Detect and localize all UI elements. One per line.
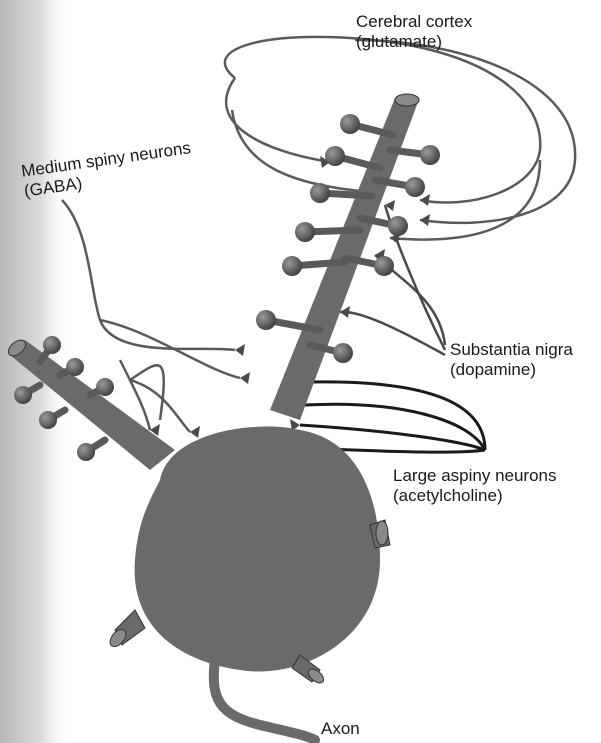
label-substantia-nigra-line1: Substantia nigra xyxy=(450,340,573,360)
label-large-aspiny-neurons: Large aspiny neurons (acetylcholine) xyxy=(393,466,557,506)
dendrite-cut-end xyxy=(395,94,419,106)
label-substantia-nigra: Substantia nigra (dopamine) xyxy=(450,340,573,380)
label-cerebral-cortex-line1: Cerebral cortex xyxy=(356,12,472,32)
label-large-aspiny-neurons-line1: Large aspiny neurons xyxy=(393,466,557,486)
label-large-aspiny-neurons-line2: (acetylcholine) xyxy=(393,486,557,506)
label-cerebral-cortex-line2: (glutamate) xyxy=(356,32,472,52)
cell-body xyxy=(135,427,380,672)
label-axon: Axon xyxy=(321,719,360,739)
label-substantia-nigra-line2: (dopamine) xyxy=(450,360,573,380)
label-cerebral-cortex: Cerebral cortex (glutamate) xyxy=(356,12,472,52)
